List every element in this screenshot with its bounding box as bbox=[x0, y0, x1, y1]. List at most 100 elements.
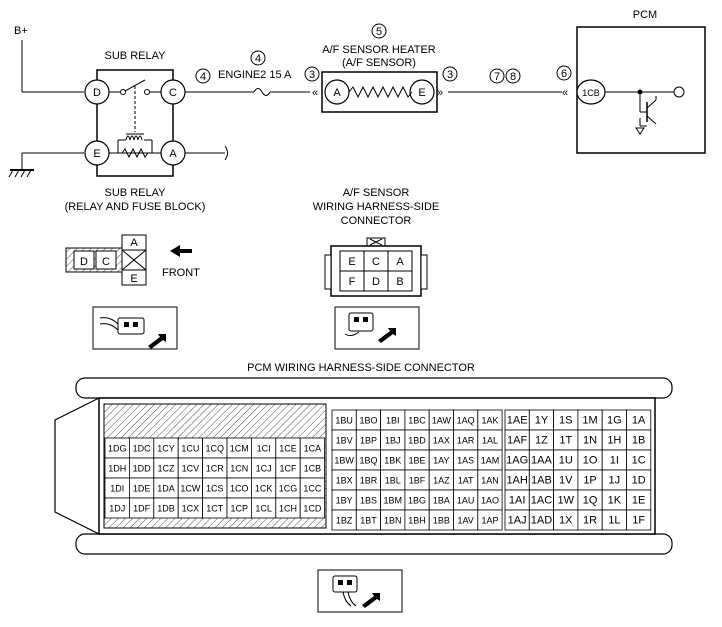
pin-label: 1AD bbox=[531, 515, 552, 527]
pin-label: 1BK bbox=[384, 456, 401, 466]
pin-label: 1AQ bbox=[457, 416, 475, 426]
svg-text:A: A bbox=[169, 148, 177, 160]
pin-label: 1CF bbox=[279, 464, 297, 474]
circled-number bbox=[442, 66, 458, 82]
pin-label: 1E bbox=[632, 495, 645, 507]
pin-label: 1AC bbox=[531, 495, 552, 507]
connector-view-icon bbox=[317, 569, 403, 613]
pin-label: 1CM bbox=[230, 444, 249, 454]
pin-label: 1DG bbox=[108, 444, 127, 454]
af-connector-caption: A/F SENSOR WIRING HARNESS-SIDE CONNECTOR bbox=[313, 187, 440, 227]
pin-label: 1BS bbox=[360, 496, 377, 506]
pin-label: 1CA bbox=[304, 444, 322, 454]
pin-label: 1AE bbox=[507, 415, 528, 427]
pin-label: 1CT bbox=[206, 504, 224, 514]
pin-label: 1BC bbox=[408, 416, 426, 426]
pin-label: 1CQ bbox=[206, 444, 225, 454]
pin-label: 1BE bbox=[409, 456, 426, 466]
pin-label: 1O bbox=[583, 455, 598, 467]
pin-cell bbox=[477, 509, 503, 531]
pin-label: 1CE bbox=[279, 444, 297, 454]
pcm-title: PCM bbox=[633, 9, 657, 21]
svg-text:A: A bbox=[396, 256, 404, 268]
pin-label: 1AW bbox=[432, 416, 452, 426]
pin-label: 1T bbox=[559, 435, 572, 447]
svg-text:3: 3 bbox=[447, 69, 453, 81]
svg-text:«: « bbox=[562, 87, 568, 99]
pin-label: 1CI bbox=[257, 444, 271, 454]
circled-number bbox=[489, 68, 505, 84]
svg-text:A/F SENSOR: A/F SENSOR bbox=[343, 187, 410, 199]
pin-label: 1CN bbox=[230, 464, 248, 474]
pin-label: 1CZ bbox=[157, 464, 175, 474]
pin-label: 1B bbox=[632, 435, 645, 447]
sub-relay: SUB RELAY D C E A bbox=[84, 50, 228, 177]
svg-text:8: 8 bbox=[510, 71, 516, 83]
battery-supply: B+ bbox=[14, 25, 84, 93]
pin-label: 1W bbox=[558, 495, 575, 507]
pin-label: 1BN bbox=[384, 516, 402, 526]
pin-label: 1CO bbox=[230, 484, 249, 494]
sub-relay-title: SUB RELAY bbox=[105, 50, 167, 62]
pin-label: 1BI bbox=[386, 416, 400, 426]
pin-label: 1BP bbox=[360, 436, 377, 446]
pin-label: 1CW bbox=[180, 484, 201, 494]
pin-label: 1BT bbox=[360, 516, 377, 526]
svg-text:6: 6 bbox=[561, 68, 567, 80]
svg-text:CONNECTOR: CONNECTOR bbox=[341, 215, 412, 227]
pin-label: 1BJ bbox=[385, 436, 401, 446]
pin-label: 1AB bbox=[531, 475, 552, 487]
pin-label: 1AM bbox=[481, 456, 500, 466]
pin-label: 1BA bbox=[433, 496, 450, 506]
pin-label: 1BU bbox=[335, 416, 353, 426]
pin-label: 1BL bbox=[385, 476, 401, 486]
pin-label: 1AR bbox=[457, 436, 475, 446]
relay-coil bbox=[109, 133, 161, 159]
pin-label: 1H bbox=[607, 435, 621, 447]
af-sensor-connector: E C A F D B bbox=[324, 237, 428, 297]
pin-label: 1BM bbox=[383, 496, 402, 506]
circled-number bbox=[304, 66, 320, 82]
pin-label: 1J bbox=[609, 475, 621, 487]
pin-label: 1L bbox=[608, 515, 620, 527]
heater-pin-e bbox=[409, 79, 435, 105]
pin-label: 1I bbox=[610, 455, 619, 467]
pin-label: 1Z bbox=[535, 435, 548, 447]
pin-label: 1AY bbox=[433, 456, 449, 466]
pin-label: 1BH bbox=[408, 516, 426, 526]
pin-label: 1AA bbox=[531, 455, 552, 467]
pin-label: 1AS bbox=[457, 456, 474, 466]
pin-label: 1G bbox=[607, 415, 622, 427]
signal-wire: » 3 7 8 6 « bbox=[437, 65, 572, 99]
pin-label: 1AV bbox=[457, 516, 473, 526]
pin-label: 1AK bbox=[481, 416, 498, 426]
pcm-module: PCM 1CB bbox=[576, 9, 706, 154]
pin-label: 1AF bbox=[507, 435, 527, 447]
pin-label: 1C bbox=[632, 455, 646, 467]
front-arrow-icon bbox=[170, 245, 192, 257]
svg-text:A: A bbox=[333, 87, 341, 99]
ground-symbol bbox=[8, 152, 84, 178]
pin-label: 1DI bbox=[110, 484, 124, 494]
svg-text:B: B bbox=[396, 276, 403, 288]
svg-text:F: F bbox=[349, 276, 356, 288]
pin-label: 1BG bbox=[408, 496, 426, 506]
pin-label: 1CR bbox=[206, 464, 225, 474]
pin-label: 1U bbox=[559, 455, 573, 467]
power-wire: 4 4 ENGINE2 15 A 3 « bbox=[185, 50, 320, 99]
sub-relay-connector: D C A E bbox=[65, 234, 147, 286]
svg-text:»: » bbox=[437, 87, 443, 99]
pin-label: 1CB bbox=[304, 464, 322, 474]
heater-title: A/F SENSOR HEATER bbox=[322, 44, 436, 56]
pin-label: 1CV bbox=[182, 464, 200, 474]
pin-label: 1CY bbox=[157, 444, 175, 454]
relay-switch bbox=[109, 79, 161, 132]
svg-text:SUB RELAY: SUB RELAY bbox=[105, 187, 167, 199]
pin-label: 1CS bbox=[206, 484, 224, 494]
pin-label: 1CH bbox=[279, 504, 297, 514]
svg-text:3: 3 bbox=[309, 69, 315, 81]
svg-text:E: E bbox=[348, 256, 355, 268]
pin-label: 1DB bbox=[157, 504, 175, 514]
svg-text:D: D bbox=[80, 256, 88, 268]
